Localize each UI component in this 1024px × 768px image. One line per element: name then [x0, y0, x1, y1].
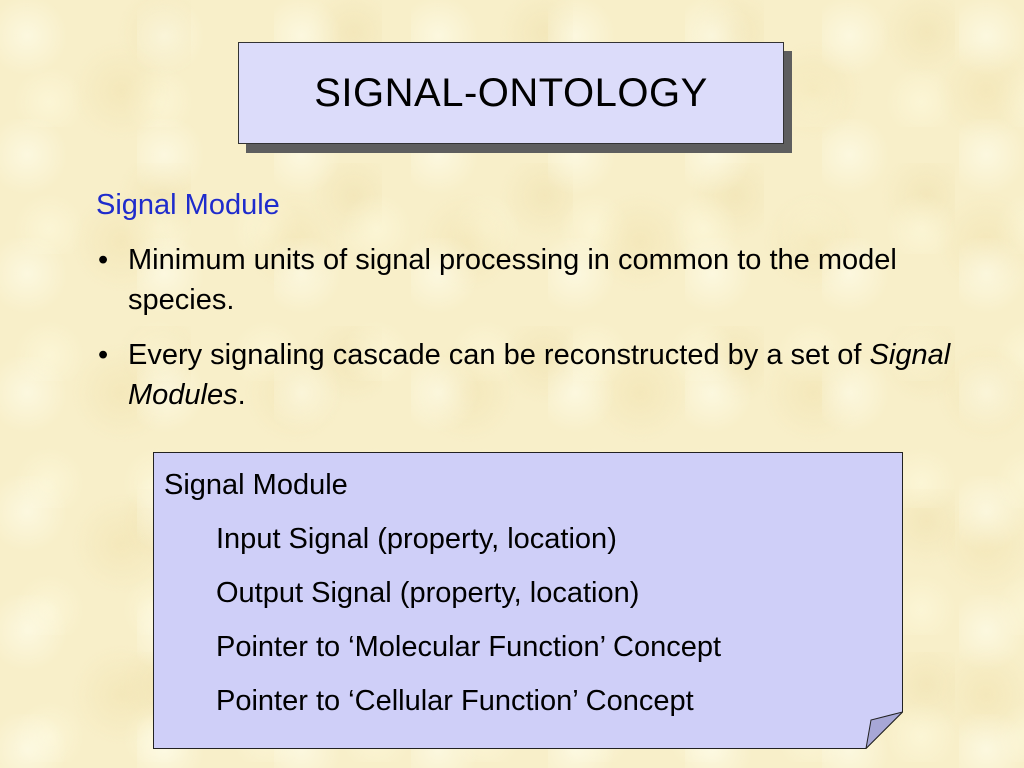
section-heading: Signal Module	[96, 189, 280, 221]
bullet-emphasis: Signal Modules	[128, 339, 951, 411]
title-box: SIGNAL-ONTOLOGY	[238, 42, 784, 144]
signal-module-note: Signal Module Input Signal (property, lo…	[153, 452, 903, 749]
bullet-marker: •	[98, 339, 109, 371]
bullet-item: • Minimum units of signal processing in …	[96, 240, 956, 320]
note-folded-corner	[865, 711, 903, 749]
note-shape	[153, 452, 903, 749]
note-item-molecular-function: Pointer to ‘Molecular Function’ Concept	[216, 631, 722, 663]
note-content: Signal Module Input Signal (property, lo…	[164, 458, 721, 728]
note-title: Signal Module	[164, 469, 348, 501]
bullet-text: Every signaling cascade can be reconstru…	[128, 339, 870, 371]
bullet-list: • Minimum units of signal processing in …	[96, 240, 956, 430]
bullet-marker: •	[98, 244, 109, 276]
bullet-text-end: .	[237, 379, 246, 411]
note-item-input-signal: Input Signal (property, location)	[216, 523, 617, 555]
note-item-output-signal: Output Signal (property, location)	[216, 577, 640, 609]
bullet-item: • Every signaling cascade can be reconst…	[96, 335, 956, 415]
bullet-text: Minimum units of signal processing in co…	[128, 244, 897, 316]
slide-title: SIGNAL-ONTOLOGY	[314, 70, 708, 115]
note-item-cellular-function: Pointer to ‘Cellular Function’ Concept	[216, 685, 694, 717]
